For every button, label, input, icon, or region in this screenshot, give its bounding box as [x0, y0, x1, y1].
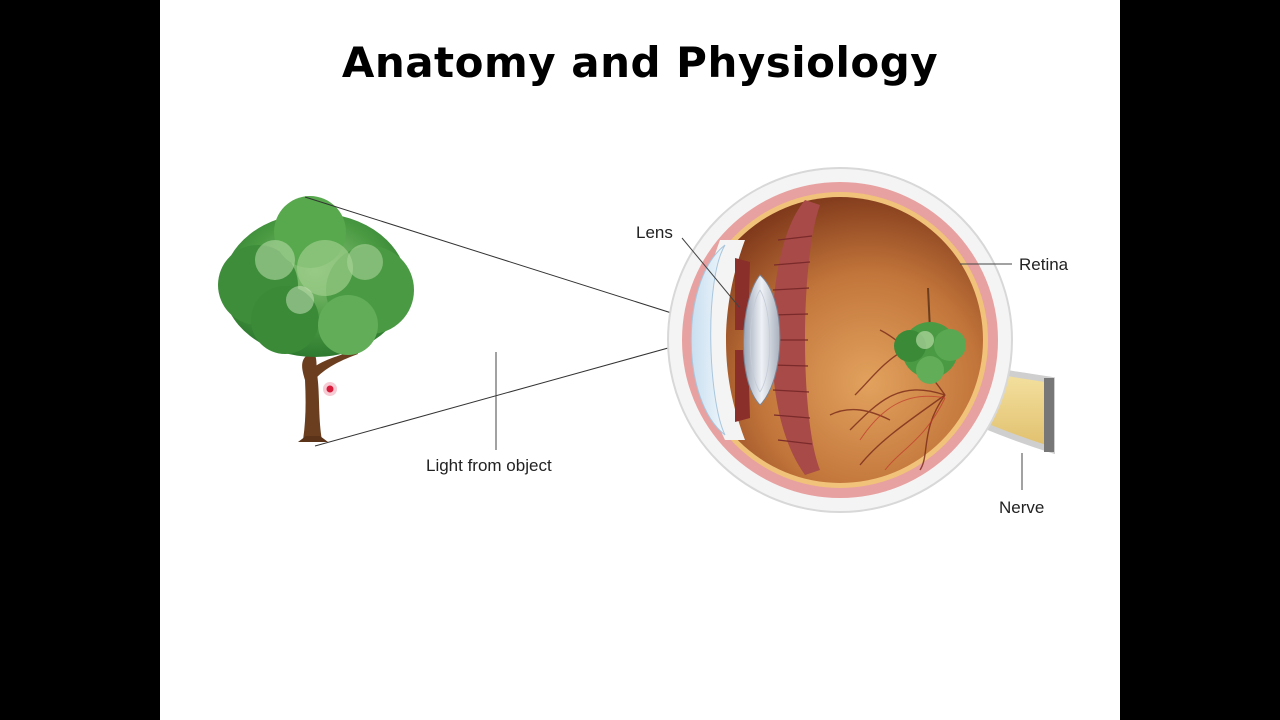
tree-illustration: [218, 196, 414, 442]
tree-foliage: [218, 196, 414, 357]
pointer-dot: [323, 382, 337, 396]
cornea: [690, 244, 726, 436]
ray-top-incoming: [304, 196, 701, 323]
letterbox-left: [0, 0, 160, 720]
eye-diagram: Lens Retina Nerve Light from object: [218, 167, 1069, 517]
retina-image: [894, 287, 966, 384]
label-retina: Retina: [1019, 255, 1069, 274]
label-light-from-object: Light from object: [426, 456, 552, 475]
slide: Anatomy and Physiology: [160, 0, 1120, 720]
slide-title: Anatomy and Physiology: [341, 38, 939, 87]
letterbox-right: [1120, 0, 1280, 720]
tree-trunk: [302, 350, 322, 440]
tree-roots: [298, 436, 328, 442]
ciliary-body: [772, 200, 820, 475]
label-lens: Lens: [636, 223, 673, 242]
ray-bottom-incoming: [314, 334, 716, 447]
label-nerve: Nerve: [999, 498, 1044, 517]
eye-interior: [697, 197, 983, 483]
tree-branch: [310, 350, 358, 378]
eye-illustration: [667, 167, 1055, 513]
iris: [735, 258, 750, 422]
lens-leader-line: [681, 237, 741, 309]
ciliary-ridges: [771, 235, 813, 445]
nerve-end: [1044, 378, 1054, 452]
